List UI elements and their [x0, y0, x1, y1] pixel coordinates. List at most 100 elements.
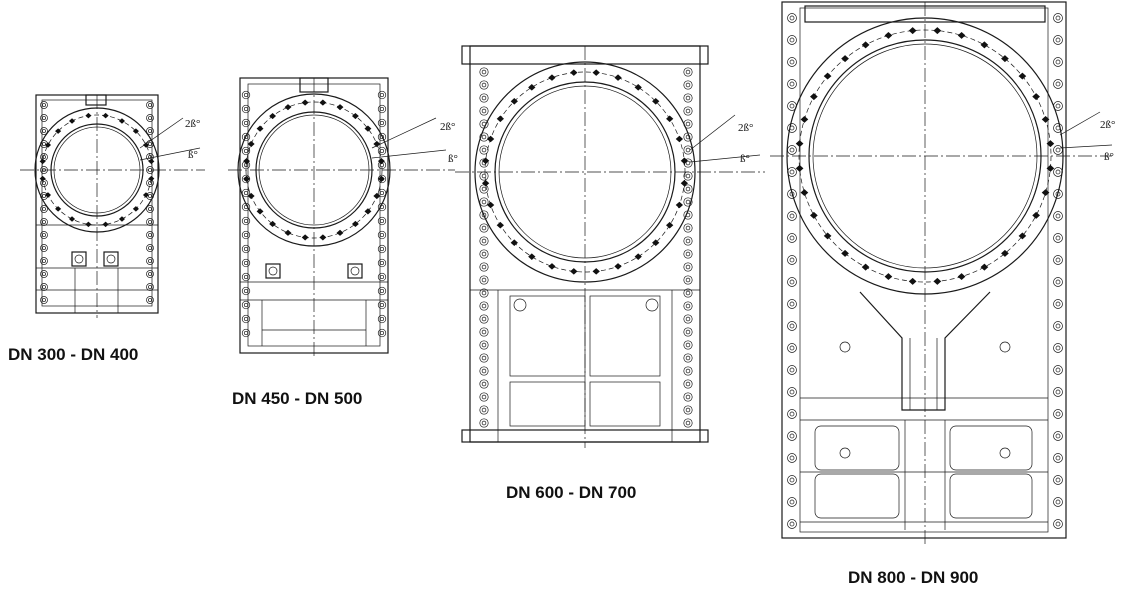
- frame-bolt-hole-inner: [42, 246, 46, 250]
- frame-bolt-hole-inner: [148, 194, 152, 198]
- bolt-hole: [44, 192, 52, 198]
- frame-bolt-hole-inner: [685, 121, 691, 127]
- bolt-hole: [247, 140, 255, 148]
- frame-bolt-hole: [40, 296, 48, 304]
- bolt-hole: [364, 208, 372, 215]
- frame-bolt-hole-inner: [1055, 81, 1061, 87]
- frame-bolt-hole-inner: [481, 186, 487, 192]
- bolt-hole: [118, 216, 126, 222]
- frame-bolt-hole-inner: [1055, 15, 1061, 21]
- frame-bolt-hole: [1053, 255, 1063, 265]
- frame-bolt-hole-inner: [243, 190, 249, 196]
- bolt-hole: [861, 41, 870, 49]
- frame-bolt-hole-inner: [685, 342, 691, 348]
- frame-bolt-hole-inner: [685, 381, 691, 387]
- bolt-hole: [592, 69, 600, 76]
- frame-bolt-hole: [241, 286, 251, 296]
- frame-bolt-hole: [683, 249, 693, 259]
- bolt-hole: [243, 175, 251, 182]
- bolt-hole: [247, 192, 255, 200]
- bolt-hole: [39, 175, 46, 182]
- bolt-hole: [884, 31, 893, 39]
- frame-bolt-hole: [683, 405, 693, 415]
- bolt-hole: [810, 211, 818, 219]
- size-label-dn800-900: DN 800 - DN 900: [848, 568, 979, 587]
- bolt-hole: [351, 220, 359, 228]
- bolt-hole: [1032, 211, 1040, 219]
- frame-bolt-hole: [1053, 233, 1063, 243]
- frame-bolt-hole: [241, 328, 251, 338]
- bolt-hole: [44, 142, 52, 148]
- bolt-hole: [481, 157, 490, 165]
- frame-bolt-hole-inner: [148, 142, 152, 146]
- frame-bolt-hole: [787, 277, 797, 287]
- frame-bolt-hole-inner: [148, 181, 152, 185]
- bolt-hole: [823, 72, 832, 80]
- frame-bolt-hole-inner: [789, 15, 795, 21]
- frame-bolt-hole-inner: [685, 251, 691, 257]
- frame-bolt-hole-inner: [148, 116, 152, 120]
- frame-bolt-hole-inner: [243, 148, 249, 154]
- frame-bolt-hole: [241, 216, 251, 226]
- frame-bolt-hole: [241, 258, 251, 268]
- frame-bolt-hole: [683, 262, 693, 272]
- frame-bolt-hole-inner: [685, 173, 691, 179]
- frame-bolt-hole-inner: [148, 285, 152, 289]
- frame-bolt-hole: [1053, 387, 1063, 397]
- frame-bolt-hole-inner: [1055, 389, 1061, 395]
- frame-bolt-hole: [787, 453, 797, 463]
- frame-bolt-hole: [683, 145, 693, 155]
- bolt-hole: [481, 179, 490, 187]
- bolt-hole: [1001, 249, 1009, 257]
- frame-bolt-hole: [479, 353, 489, 363]
- bolt-hole: [548, 263, 556, 270]
- bolt-hole: [364, 125, 372, 132]
- valve-drawing-dn450-500: 2ß° ß°: [228, 77, 458, 358]
- frame-bolt-hole: [683, 197, 693, 207]
- frame-bolt-hole-inner: [148, 246, 152, 250]
- frame-bolt-hole: [146, 205, 154, 213]
- bolt-hole: [102, 221, 109, 228]
- frame-bolt-hole-inner: [42, 181, 46, 185]
- frame-bolt-hole-inner: [685, 407, 691, 413]
- frame-bolt-hole-inner: [1055, 169, 1061, 175]
- frame-bolt-hole: [787, 343, 797, 353]
- frame-bolt-hole-inner: [42, 298, 46, 302]
- frame-bolt-hole: [479, 366, 489, 376]
- frame-bolt-hole-inner: [1055, 301, 1061, 307]
- frame-bolt-hole-inner: [481, 69, 487, 75]
- frame-bolt-hole-inner: [685, 394, 691, 400]
- frame-bolt-hole: [683, 418, 693, 428]
- bolt-hole: [908, 27, 917, 35]
- bolt-hole: [957, 273, 966, 281]
- bolt-hole: [85, 112, 92, 119]
- frame-bolt-hole: [479, 275, 489, 285]
- frame-bolt-hole: [787, 255, 797, 265]
- frame-bolt-hole: [40, 205, 48, 213]
- bolt-hole: [861, 263, 870, 271]
- frame-bolt-hole-inner: [481, 95, 487, 101]
- frame-bolt-hole-inner: [1055, 455, 1061, 461]
- frame-bolt-hole-inner: [685, 420, 691, 426]
- bolt-hole: [118, 118, 126, 124]
- frame-bolt-hole-inner: [685, 95, 691, 101]
- frame-bolt-hole: [377, 258, 387, 268]
- frame-bolt-hole-inner: [789, 103, 795, 109]
- frame-bolt-hole-inner: [243, 260, 249, 266]
- frame-bolt-hole: [377, 244, 387, 254]
- frame-bolt-hole-inner: [379, 120, 385, 126]
- frame-bolt-hole-inner: [1055, 103, 1061, 109]
- frame-bolt-hole: [479, 171, 489, 181]
- frame-bolt-hole-inner: [379, 106, 385, 112]
- frame-bolt-hole-inner: [789, 477, 795, 483]
- frame-bolt-hole-inner: [481, 134, 487, 140]
- frame-bolt-hole: [146, 244, 154, 252]
- size-label-dn300-400: DN 300 - DN 400: [8, 345, 139, 364]
- frame-bolt-hole: [241, 272, 251, 282]
- bolt-hole: [652, 239, 660, 246]
- bolt-hole: [351, 112, 359, 120]
- bolt-hole: [795, 140, 804, 148]
- frame-bolt-hole: [146, 283, 154, 291]
- frame-bolt-hole: [241, 132, 251, 142]
- bolt-hole: [528, 253, 536, 260]
